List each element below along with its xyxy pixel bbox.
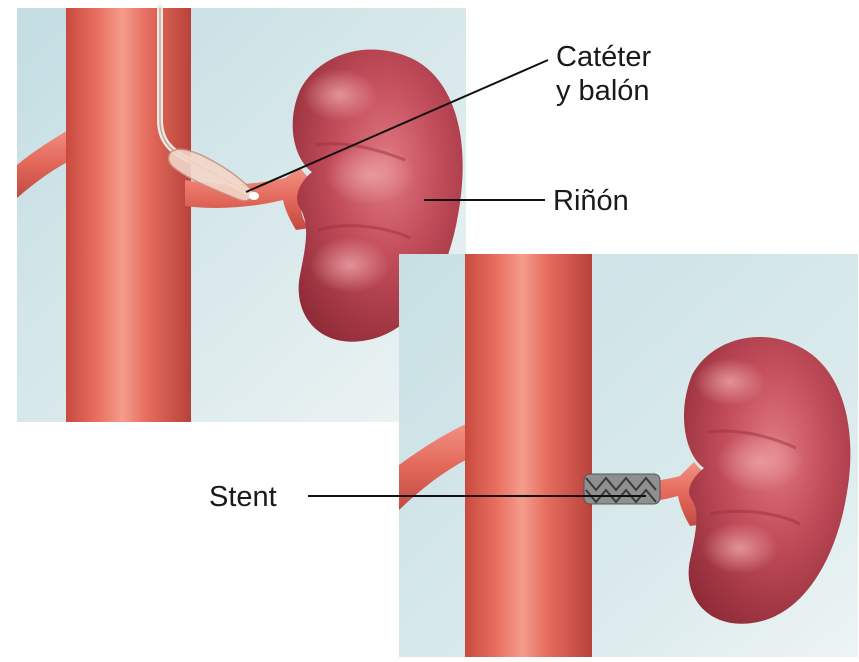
bottom-panel bbox=[399, 254, 858, 657]
kidney-label: Riñón bbox=[553, 184, 629, 218]
aorta-top bbox=[66, 8, 191, 422]
catheter-label-line2: y balón bbox=[556, 74, 651, 108]
catheter-balloon-label: Catéter y balón bbox=[556, 40, 651, 108]
stent bbox=[584, 474, 660, 504]
aorta-bottom bbox=[465, 254, 592, 657]
stent-label: Stent bbox=[209, 480, 277, 514]
catheter-label-line1: Catéter bbox=[556, 40, 651, 74]
top-panel bbox=[17, 8, 466, 422]
